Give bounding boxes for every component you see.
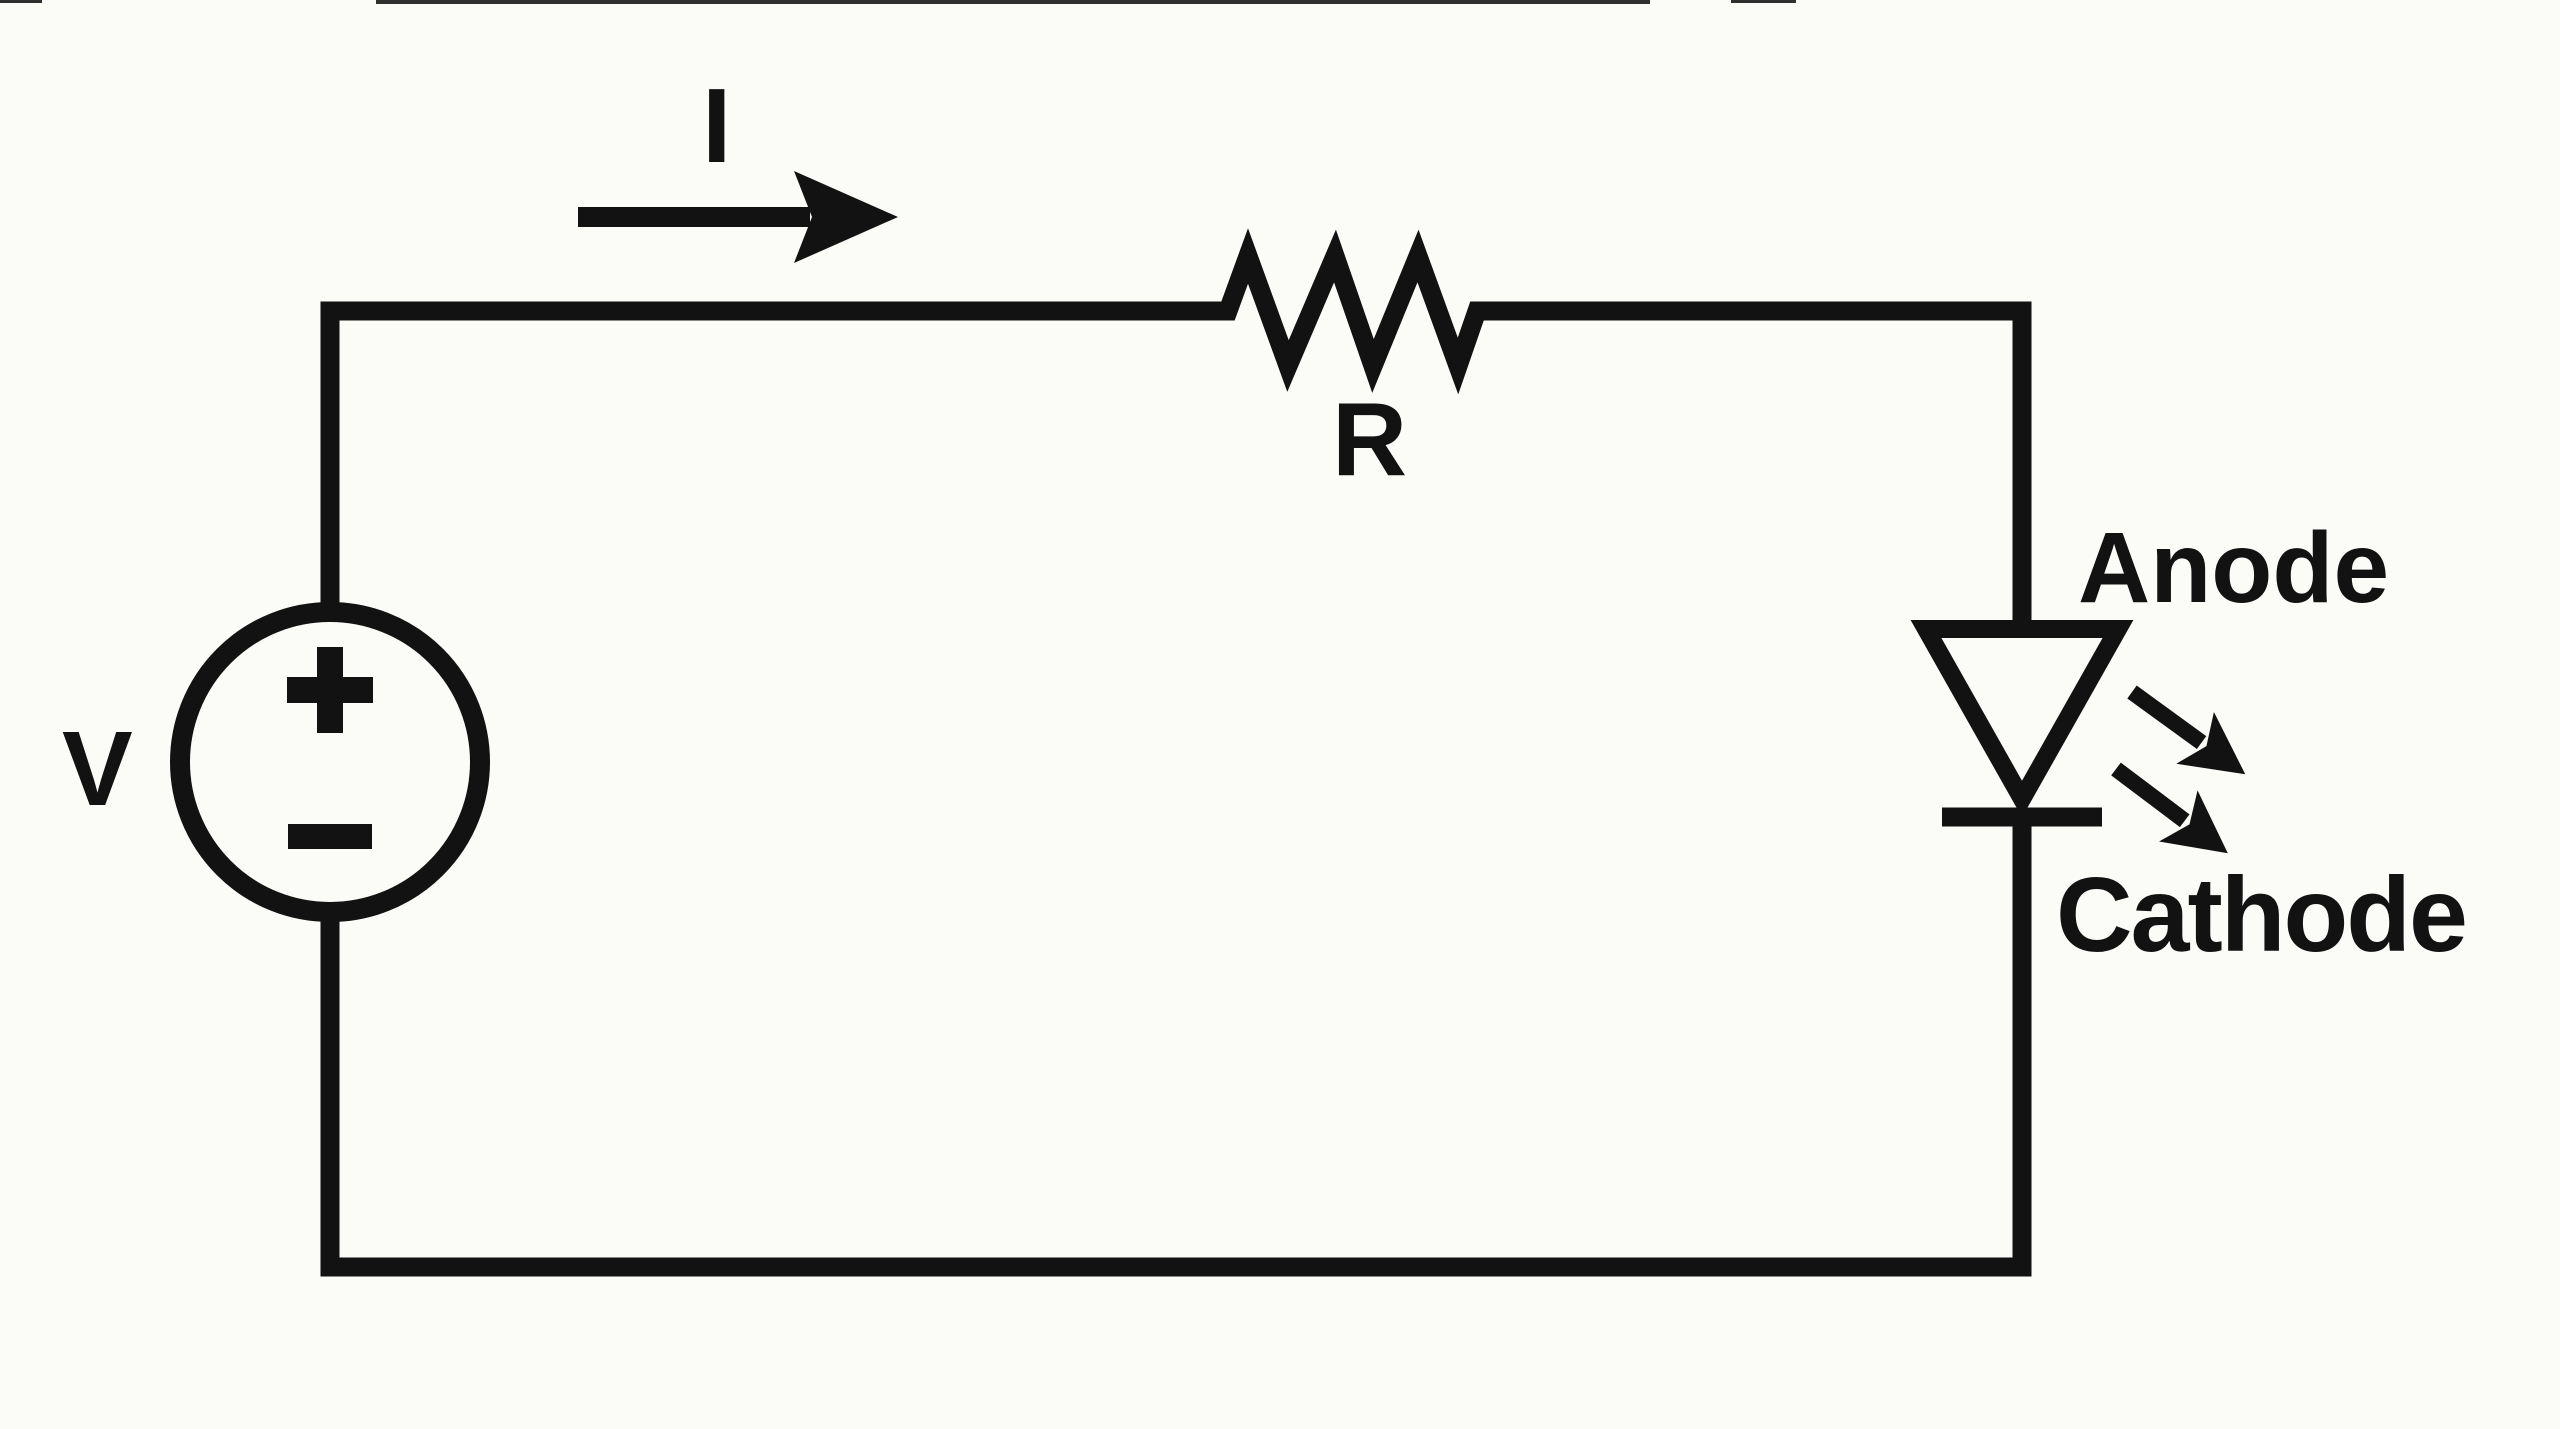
current-arrow-icon — [578, 171, 898, 263]
plus-sign — [287, 647, 373, 733]
voltage-source-circle — [170, 602, 490, 922]
voltage-source-label: V — [62, 710, 133, 828]
minus-sign — [288, 824, 372, 849]
resistor-label: R — [1332, 382, 1408, 498]
light-ray-arrow-icon — [2111, 762, 2228, 854]
led-triangle — [1910, 620, 2134, 818]
wire-bottom-loop — [320, 812, 2032, 1277]
cathode-label: Cathode — [2056, 856, 2468, 974]
current-label: I — [702, 67, 732, 185]
wire-top-loop — [320, 228, 2032, 629]
light-ray-arrow-icon — [2127, 685, 2246, 775]
anode-label: Anode — [2078, 512, 2390, 624]
scan-artifact — [0, 0, 1796, 4]
